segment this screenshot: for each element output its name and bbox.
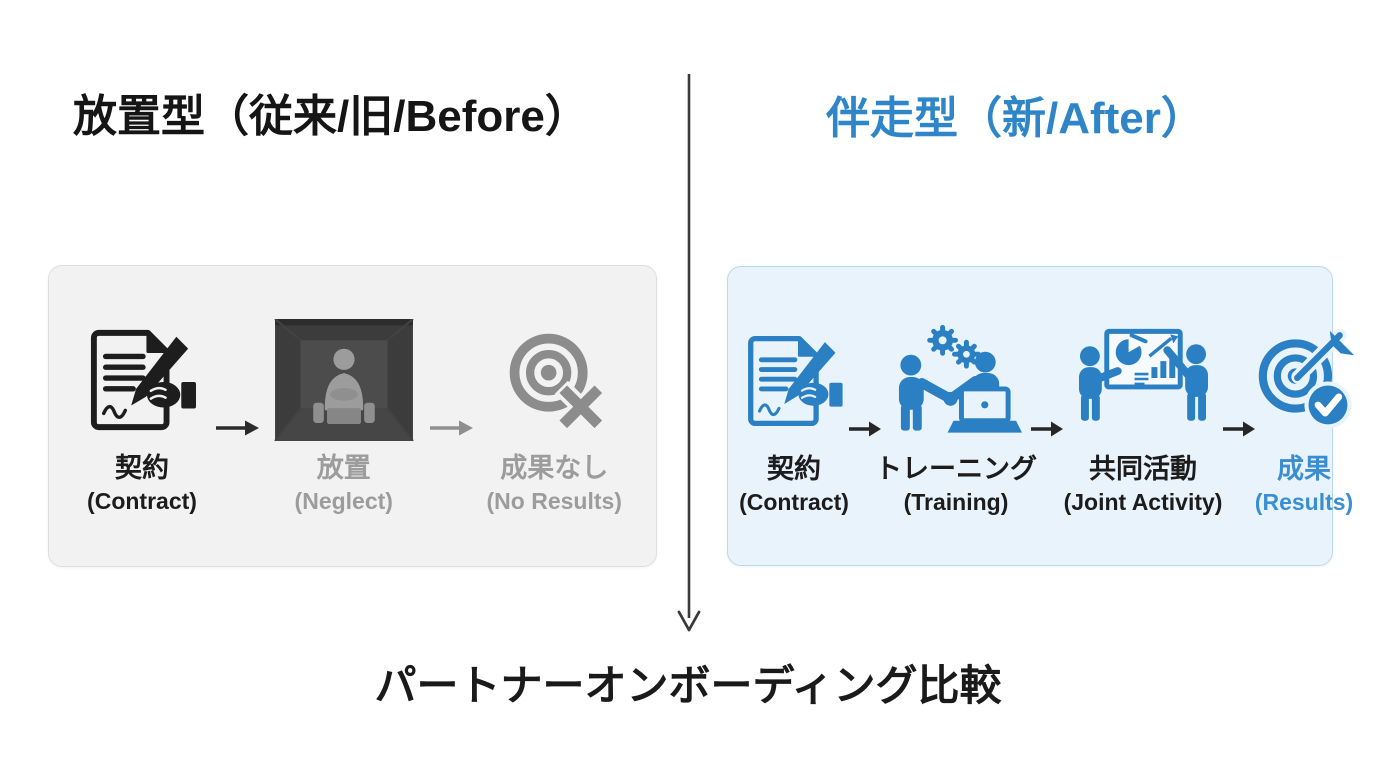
right-arrow-icon (428, 417, 474, 439)
before-flow: 契約 (Contract) (49, 266, 656, 566)
after-panel: 契約 (Contract) (727, 266, 1355, 566)
contract-signing-icon (741, 315, 847, 447)
divider-down-arrow-icon (676, 72, 702, 634)
step-joint-activity: 共同活動 (Joint Activity) (1064, 315, 1222, 516)
handshake-gears-laptop-icon (889, 315, 1023, 447)
right-arrow-icon (1030, 418, 1064, 440)
step-label: 放置 (316, 453, 371, 483)
step-label: 共同活動 (1089, 454, 1197, 484)
step-label: 契約 (767, 454, 821, 484)
step-label: 契約 (115, 453, 169, 483)
step-label: トレーニング (875, 454, 1037, 484)
target-crossed-out-icon (498, 314, 610, 446)
target-dart-check-icon (1252, 315, 1356, 447)
step-results: 成果 (Results) (1254, 315, 1355, 516)
right-arrow-icon (848, 418, 882, 440)
diagram-caption: パートナーオンボーディング比較 (374, 662, 1002, 709)
after-title: 伴走型（新/After） (826, 94, 1205, 143)
step-neglect: 放置 (Neglect) (273, 314, 415, 515)
right-arrow-icon (214, 417, 260, 439)
right-arrow-icon (1222, 418, 1256, 440)
before-title: 放置型（従来/旧/Before） (73, 92, 589, 141)
person-abandoned-in-box-icon (273, 314, 415, 446)
step-training: トレーニング (Training) (875, 315, 1037, 516)
after-flow: 契約 (Contract) (728, 267, 1355, 565)
step-sublabel: (Contract) (87, 487, 197, 514)
step-sublabel: (Training) (903, 488, 1009, 515)
before-panel: 契約 (Contract) (48, 265, 657, 567)
step-no-results: 成果なし (No Results) (487, 314, 622, 515)
whiteboard-presentation-icon (1076, 315, 1210, 447)
step-sublabel: (No Results) (486, 487, 622, 514)
step-label: 成果 (1277, 454, 1331, 484)
step-sublabel: (Neglect) (294, 487, 393, 514)
step-contract-after: 契約 (Contract) (739, 315, 849, 516)
step-contract-before: 契約 (Contract) (83, 314, 201, 515)
step-sublabel: (Results) (1254, 488, 1354, 515)
step-sublabel: (Joint Activity) (1063, 488, 1223, 515)
step-sublabel: (Contract) (739, 488, 849, 515)
step-label: 成果なし (500, 453, 609, 483)
contract-signing-icon (83, 314, 201, 446)
